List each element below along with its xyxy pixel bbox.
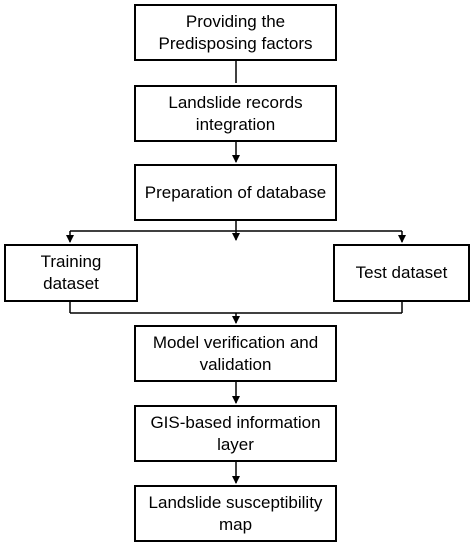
susceptibility-map-box: Landslide susceptibility map [134,485,337,542]
gis-information-layer-box: GIS-based information layer [134,405,337,462]
susceptibility-map-label: Landslide susceptibility map [148,492,323,534]
landslide-records-label: Landslide records integration [168,92,303,134]
training-dataset-box: Training dataset [4,244,138,302]
database-preparation-label: Preparation of database [144,182,327,202]
gis-information-layer-label: GIS-based information layer [150,412,321,454]
predisposing-factors-label: Providing the Predisposing factors [158,11,313,53]
model-verification-label: Model verification and validation [152,332,319,374]
landslide-records-box: Landslide records integration [134,85,337,142]
predisposing-factors-box: Providing the Predisposing factors [134,4,337,61]
model-verification-box: Model verification and validation [134,325,337,382]
test-dataset-box: Test dataset [333,244,470,302]
test-dataset-label: Test dataset [355,263,448,282]
training-dataset-label: Training dataset [40,252,102,293]
database-preparation-box: Preparation of database [134,164,337,221]
